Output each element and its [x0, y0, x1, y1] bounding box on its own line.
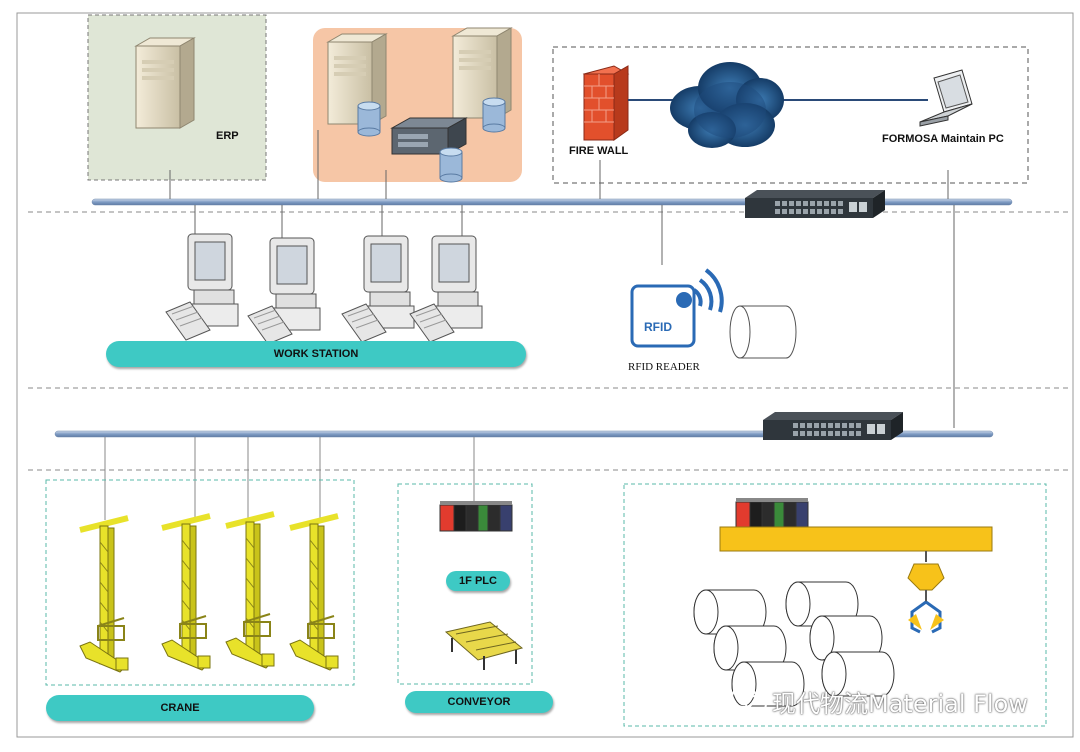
work-station-pill: WORK STATION: [106, 341, 526, 367]
gantry-zone: [623, 483, 1047, 727]
watermark-text: 现代物流Material Flow: [772, 690, 1028, 718]
rfid-reader-label: RFID READER: [628, 361, 700, 373]
top-bus-links: [169, 130, 955, 428]
field-switch-icon: [763, 412, 903, 440]
erp-label: ERP: [216, 130, 239, 142]
field-network-bus: [54, 430, 994, 438]
maintain-pc-label: FORMOSA Maintain PC: [882, 133, 1004, 145]
core-switch-icon: [745, 190, 885, 218]
rack-server-icon: [390, 117, 468, 155]
crane-zone: [45, 479, 355, 686]
wechat-logo-icon: [731, 686, 767, 713]
firewall-label: FIRE WALL: [569, 145, 629, 157]
plc-pill: 1F PLC: [446, 571, 510, 591]
crane-icon-3: [226, 514, 274, 668]
plc-module-icon: [439, 500, 513, 532]
workstation-icon-1: [165, 233, 239, 341]
database-icon-3: [439, 147, 463, 183]
workstation-icon-4: [409, 235, 483, 343]
external-zone: [552, 46, 1029, 184]
crane-links: [104, 437, 475, 520]
workstation-icon-3: [341, 235, 415, 343]
workstation-icon-2: [247, 237, 321, 345]
gantry-beam: [719, 526, 993, 552]
crane-icon-1: [80, 518, 128, 672]
database-icon-2: [482, 97, 506, 133]
crane-pill: CRANE: [46, 695, 314, 721]
crane-icon-2: [162, 516, 210, 670]
conveyor-icon: [444, 621, 524, 670]
gantry-plc-icon: [735, 497, 809, 529]
crane-icon-4: [290, 516, 338, 670]
gripper-icon: [907, 551, 945, 634]
firewall-icon: [582, 65, 630, 141]
conveyor-pill: CONVEYOR: [405, 691, 553, 713]
database-icon-1: [357, 101, 381, 137]
outer-frame: [16, 12, 1074, 738]
laptop-icon: [919, 69, 973, 127]
erp-server-icon: [135, 37, 195, 129]
rfid-tag-text: RFID: [644, 320, 672, 334]
internet-cloud-icon: [670, 62, 784, 148]
conveyor-zone: [397, 483, 533, 685]
rfid-icon: [630, 268, 724, 348]
coil-outline-icon: [729, 305, 797, 359]
